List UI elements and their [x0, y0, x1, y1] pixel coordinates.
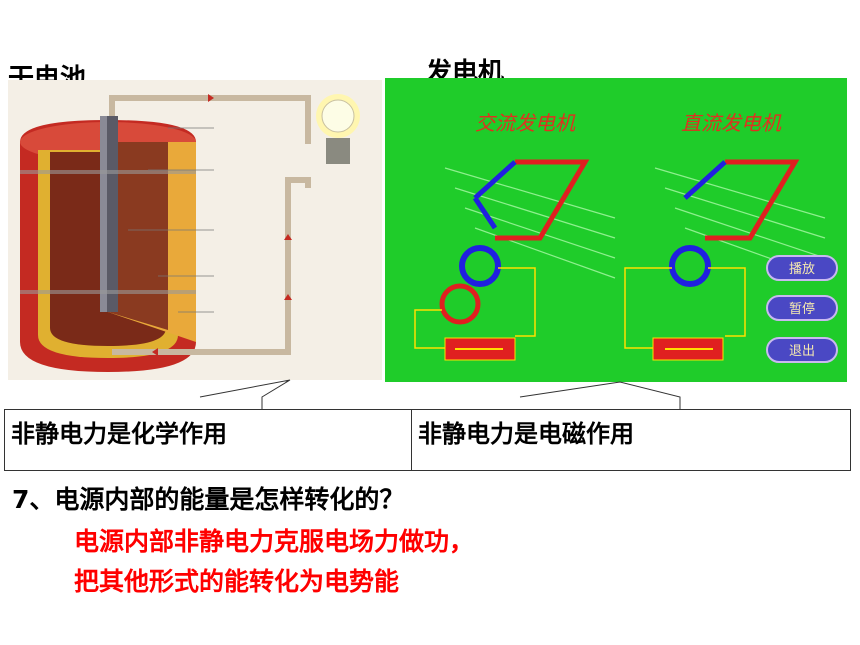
dry-cell-diagram [8, 80, 382, 380]
chemical-callout: 非静电力是化学作用 [4, 409, 412, 471]
pause-button[interactable]: 暂停 [766, 295, 838, 321]
electromagnetic-callout-text: 非静电力是电磁作用 [418, 420, 634, 448]
chemical-callout-text: 非静电力是化学作用 [11, 420, 227, 448]
generator-animation: 交流发电机 直流发电机 [385, 78, 847, 382]
answer-line-1: 电源内部非静电力克服电场力做功， [74, 527, 475, 556]
electromagnetic-callout: 非静电力是电磁作用 [411, 409, 851, 471]
exit-button[interactable]: 退出 [766, 337, 838, 363]
dc-generator-label: 直流发电机 [681, 111, 782, 135]
ac-generator-label: 交流发电机 [475, 111, 576, 135]
play-button[interactable]: 播放 [766, 255, 838, 281]
answer-line-2: 把其他形式的能转化为电势能 [74, 567, 400, 596]
question-text: 7、电源内部的能量是怎样转化的？ [12, 485, 405, 514]
